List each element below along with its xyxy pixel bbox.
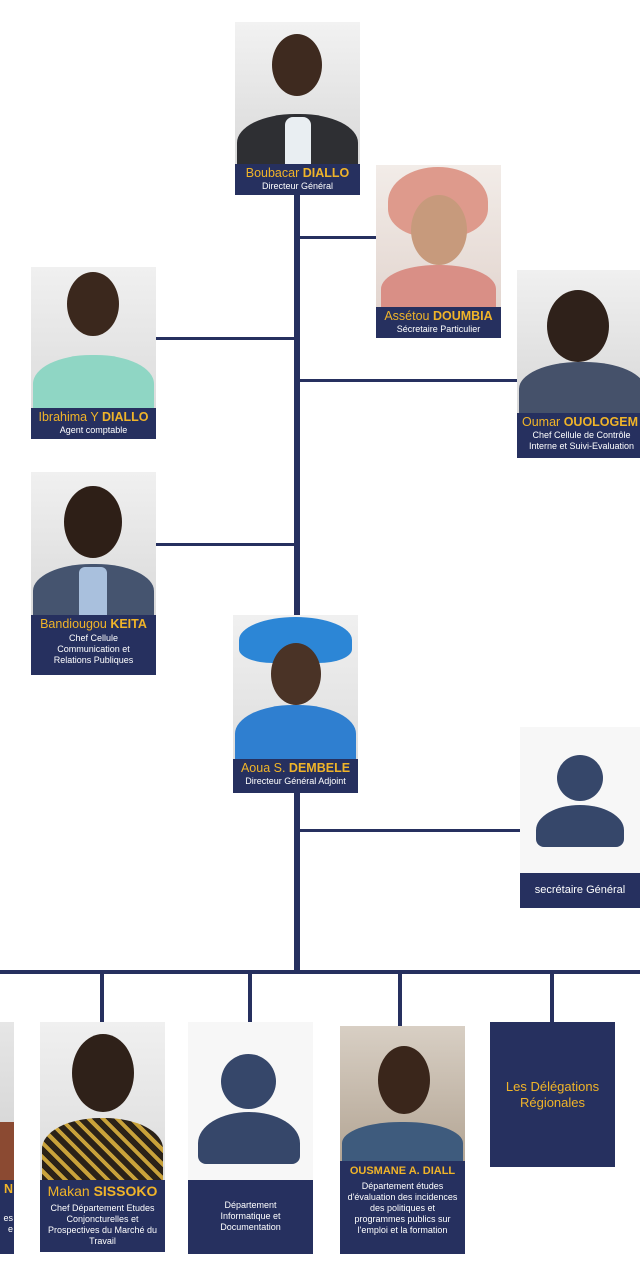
- horizontal-bus: [0, 970, 640, 974]
- card-directeur-general-adjoint: Aoua S. DEMBELE Directeur Général Adjoin…: [233, 615, 358, 793]
- first-name: Aoua S.: [240, 761, 286, 775]
- first-name: Assétou: [384, 309, 430, 323]
- last-name: SISSOKO: [93, 1183, 158, 1199]
- branch-control: [300, 379, 518, 382]
- card-chef-cellule-controle: Oumar OUOLOGEM Chef Cellule de Contrôle …: [517, 270, 640, 458]
- card-ousmane-diall: OUSMANE A. DIALL Département études d'év…: [340, 1026, 465, 1254]
- last-name: DEMBELE: [288, 761, 351, 775]
- card-departement-informatique: Département Informatique et Documentatio…: [188, 1022, 313, 1254]
- name-plate: Bandiougou KEITA Chef Cellule Communicat…: [31, 615, 156, 675]
- photo: [235, 22, 360, 164]
- last-name: OUSMANE A. DIALL: [349, 1165, 456, 1177]
- last-name: KEITA: [110, 617, 147, 631]
- photo: [340, 1026, 465, 1161]
- person-icon: [557, 755, 603, 801]
- trunk-bottom: [294, 790, 300, 970]
- card-chef-cellule-communication: Bandiougou KEITA Chef Cellule Communicat…: [31, 472, 156, 675]
- branch-general-secretary: [300, 829, 522, 832]
- role: Directeur Général: [261, 181, 334, 191]
- role: Chef Cellule de Contrôle Interne et Suiv…: [528, 430, 635, 451]
- last-name: DIALLO: [302, 166, 350, 180]
- person-icon: [221, 1054, 276, 1109]
- last-name: OUOLOGEM: [563, 415, 638, 429]
- name-plate: Département Informatique et Documentatio…: [188, 1180, 313, 1254]
- person-icon-body: [536, 805, 624, 847]
- role: Département études d'évaluation des inci…: [347, 1181, 458, 1235]
- role: Agent comptable: [59, 425, 128, 435]
- card-secretaire-general: secrétaire Général: [520, 727, 640, 908]
- name-plate: Boubacar DIALLO Directeur Général: [235, 164, 360, 195]
- last-name: N: [3, 1182, 13, 1196]
- drop-informatique: [248, 974, 252, 1022]
- name-plate: Ibrahima Y DIALLO Agent comptable: [31, 408, 156, 439]
- branch-accountant: [156, 337, 294, 340]
- first-name: Makan: [47, 1183, 90, 1199]
- drop-ousmane: [398, 974, 402, 1026]
- placeholder-area: [520, 727, 640, 873]
- person-icon-body: [198, 1112, 300, 1164]
- role: Département Informatique et Documentatio…: [220, 1200, 281, 1232]
- photo: [233, 615, 358, 759]
- name-plate: secrétaire Général: [520, 873, 640, 908]
- name-plate: Aoua S. DEMBELE Directeur Général Adjoin…: [233, 759, 358, 793]
- first-name: Oumar: [522, 415, 561, 429]
- drop-sissoko: [100, 974, 104, 1022]
- name-plate: OUSMANE A. DIALL Département études d'év…: [340, 1161, 465, 1254]
- drop-delegations: [550, 974, 554, 1022]
- card-delegations-regionales: Les Délégations Régionales: [490, 1022, 615, 1167]
- photo: [31, 472, 156, 615]
- role: Chef Département Etudes Conjoncturelles …: [47, 1203, 158, 1246]
- role: Sécretaire Particulier: [396, 324, 481, 334]
- role: secrétaire Général: [534, 883, 626, 896]
- placeholder-area: [188, 1022, 313, 1180]
- card-left-cutoff: N es e: [0, 1022, 14, 1254]
- first-name: Boubacar: [245, 166, 300, 180]
- card-directeur-general: Boubacar DIALLO Directeur Général: [235, 22, 360, 195]
- photo: [40, 1022, 165, 1180]
- photo: [0, 1022, 14, 1180]
- role: Directeur Général Adjoint: [245, 776, 346, 786]
- last-name: DIALLO: [101, 410, 149, 424]
- role: es e: [3, 1213, 13, 1234]
- first-name: Ibrahima Y: [38, 410, 99, 424]
- name-plate: Assétou DOUMBIA Sécretaire Particulier: [376, 307, 501, 338]
- first-name: Bandiougou: [40, 617, 107, 631]
- photo: [517, 270, 640, 413]
- last-name: DOUMBIA: [432, 309, 493, 323]
- branch-secretary: [300, 236, 376, 239]
- card-agent-comptable: Ibrahima Y DIALLO Agent comptable: [31, 267, 156, 439]
- card-makan-sissoko: Makan SISSOKO Chef Département Etudes Co…: [40, 1022, 165, 1252]
- delegations-label: Les Délégations Régionales: [505, 1078, 600, 1110]
- trunk-top: [294, 190, 300, 630]
- name-plate: Oumar OUOLOGEM Chef Cellule de Contrôle …: [517, 413, 640, 458]
- name-plate: Makan SISSOKO Chef Département Etudes Co…: [40, 1180, 165, 1252]
- photo: [31, 267, 156, 408]
- branch-communication: [156, 543, 294, 546]
- role: Chef Cellule Communication et Relations …: [53, 633, 134, 665]
- photo: [376, 165, 501, 307]
- card-secretaire-particulier: Assétou DOUMBIA Sécretaire Particulier: [376, 165, 501, 338]
- name-plate: N es e: [0, 1180, 14, 1254]
